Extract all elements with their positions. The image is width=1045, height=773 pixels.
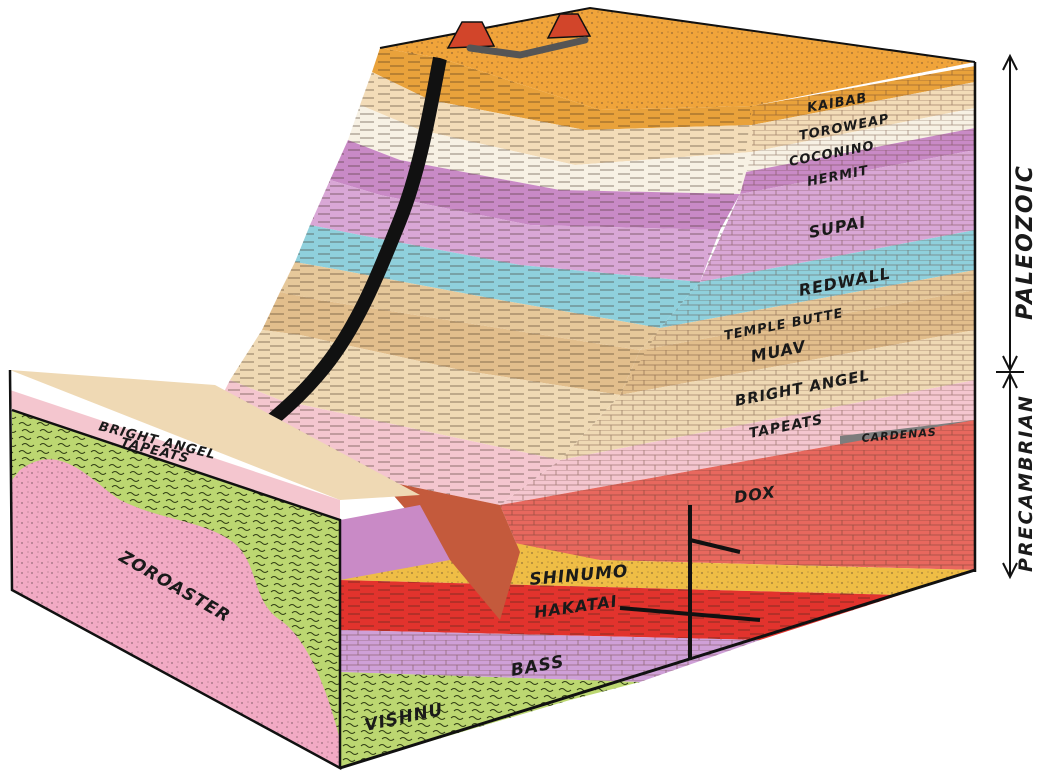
volcano-cone-left <box>448 22 494 48</box>
era-label-precambrian: PRECAMBRIAN <box>1015 394 1037 572</box>
era-brackets: PALEOZOIC PRECAMBRIAN <box>996 56 1038 577</box>
era-label-paleozoic: PALEOZOIC <box>1013 164 1038 320</box>
